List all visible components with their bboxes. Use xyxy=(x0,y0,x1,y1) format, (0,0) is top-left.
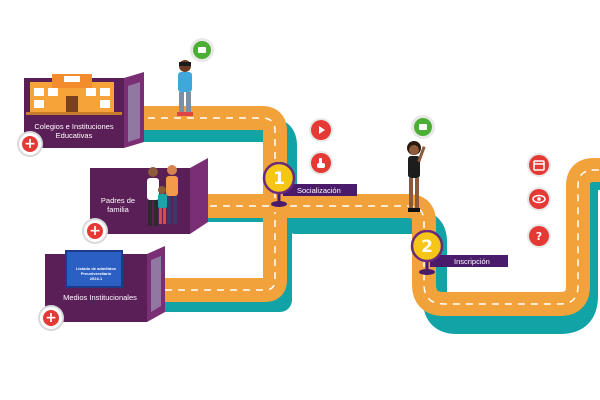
eye-icon xyxy=(529,189,549,209)
milestone-flag xyxy=(283,184,357,196)
play-icon xyxy=(311,120,331,140)
document-line: Listado de admitidos xyxy=(75,266,116,271)
chat-bubble-button-2[interactable] xyxy=(411,115,435,139)
interact-button[interactable] xyxy=(309,151,333,175)
milestone-number: 2 xyxy=(421,237,433,257)
hand-pointer-icon xyxy=(311,153,331,173)
plus-icon: + xyxy=(87,223,103,239)
calendar-button[interactable] xyxy=(527,153,551,177)
expand-padres-button[interactable]: + xyxy=(84,220,106,242)
milestone-marker-2[interactable]: 2 xyxy=(410,230,446,276)
plus-icon: + xyxy=(22,136,38,152)
document-line: 2024-1 xyxy=(89,276,103,281)
expand-colegios-button[interactable]: + xyxy=(19,133,41,155)
milestone-label: Socialización xyxy=(297,186,341,195)
view-button[interactable] xyxy=(527,187,551,211)
student-character xyxy=(177,60,193,116)
milestone-label: Inscripción xyxy=(454,257,490,266)
milestone-flag xyxy=(430,255,508,267)
document-text: Listado de admitidos Preuniversitario 20… xyxy=(69,266,123,281)
chat-bubble-button-1[interactable] xyxy=(190,38,214,62)
play-video-button[interactable] xyxy=(309,118,333,142)
station-label: Padres de familia xyxy=(100,196,136,214)
station-panel-padres xyxy=(90,158,208,234)
chat-icon xyxy=(414,118,432,136)
station-panel-medios xyxy=(45,246,165,322)
station-panel-colegios xyxy=(24,72,144,148)
school-building-illustration xyxy=(26,74,122,115)
svg-text:?: ? xyxy=(536,230,542,243)
plus-icon: + xyxy=(43,310,59,326)
question-icon: ? xyxy=(529,226,549,246)
advisor-character xyxy=(407,141,426,212)
calendar-icon xyxy=(529,155,549,175)
station-label: Colegios e Instituciones Educativas xyxy=(34,122,114,140)
milestone-number: 1 xyxy=(273,169,285,189)
family-illustration xyxy=(147,165,178,226)
chat-icon xyxy=(193,41,211,59)
expand-medios-button[interactable]: + xyxy=(40,307,62,329)
milestone-marker-1[interactable]: 1 xyxy=(262,162,298,208)
station-label: Medios Institucionales xyxy=(63,293,137,302)
document-line: Preuniversitario xyxy=(80,271,112,276)
help-button[interactable]: ? xyxy=(527,224,551,248)
